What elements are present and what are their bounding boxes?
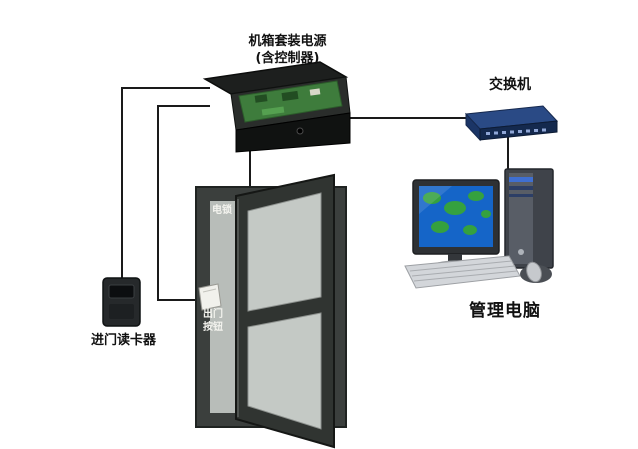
door-leaf — [235, 173, 335, 449]
computer-mouse — [520, 261, 552, 283]
computer-monitor — [412, 179, 500, 274]
exit-button-device — [198, 283, 222, 311]
computer-device — [404, 168, 554, 289]
wire-door-to-controller — [157, 105, 210, 301]
control-box-label: 机箱套装电源 (含控制器) — [225, 34, 350, 68]
computer-label: 管理电脑 — [469, 301, 541, 321]
exit-button-label-line1: 出门 — [203, 309, 223, 320]
card-reader-device — [102, 277, 141, 327]
computer-keyboard — [404, 255, 521, 289]
wires — [121, 87, 509, 301]
exit-button-label-line2: 按钮 — [203, 321, 223, 333]
chassis-lock-hole — [296, 127, 304, 135]
wire-reader-to-controller — [121, 87, 210, 281]
electric-lock-label: 电锁 — [212, 205, 232, 216]
exit-button-label: 出门 按钮 — [198, 309, 228, 334]
control-box-label-line2: (含控制器) — [255, 50, 320, 66]
world-map — [423, 191, 491, 235]
chassis-front — [235, 112, 351, 153]
reader-display — [108, 284, 135, 299]
computer-tower — [504, 168, 554, 269]
door-glass-lower — [247, 312, 322, 430]
control-box-device — [202, 61, 351, 153]
door-glass-upper — [247, 192, 322, 312]
switch-label: 交换机 — [489, 77, 531, 93]
network-switch-device — [464, 105, 559, 142]
control-box-label-line1: 机箱套装电源 — [248, 34, 327, 49]
card-reader-label: 进门读卡器 — [90, 333, 156, 348]
